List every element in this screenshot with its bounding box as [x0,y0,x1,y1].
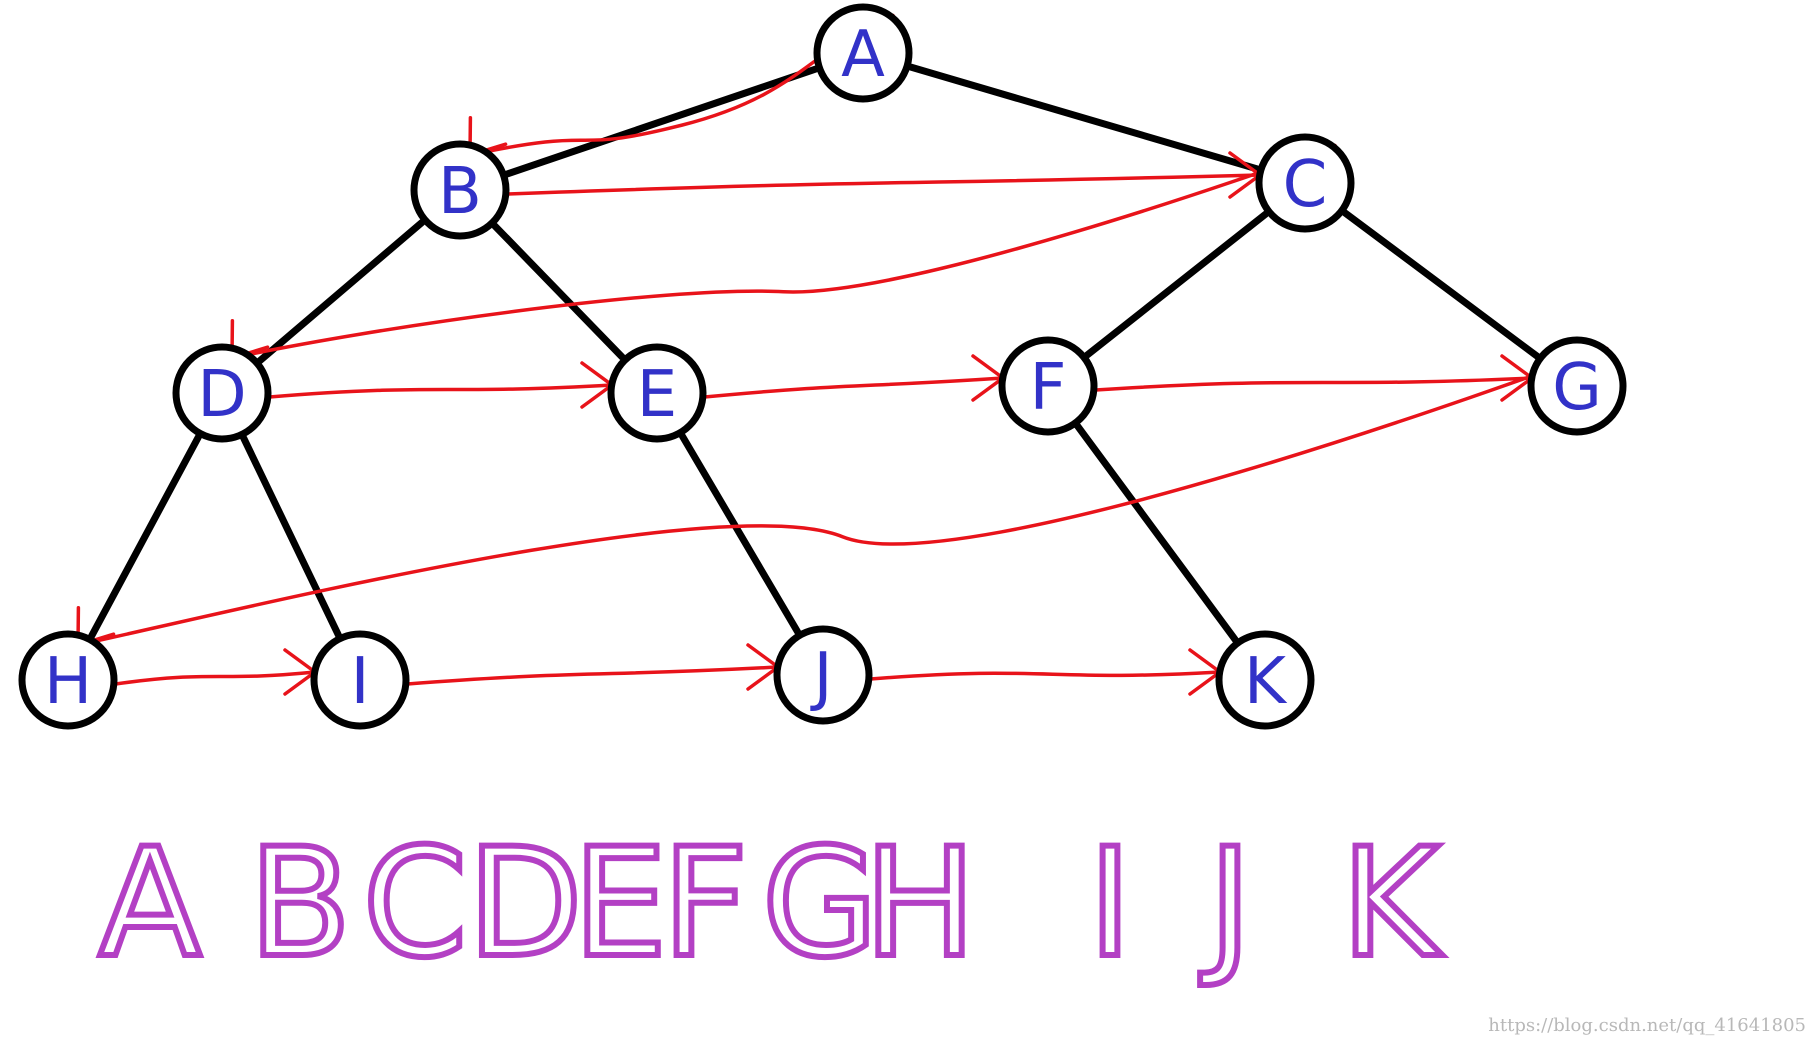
node-label: A [841,18,885,92]
edge-d-i [240,434,342,639]
tree-node-c: C [1255,133,1355,233]
order-letter-k: K [1341,817,1443,991]
node-label: J [810,640,833,714]
node-label: D [197,358,246,432]
order-letter-c: C [363,817,468,991]
edge-c-g [1341,209,1541,360]
order-letter-j: J [1200,817,1252,991]
order-letter-d: D [467,817,583,991]
node-label: K [1244,645,1288,719]
order-letter-g: G [762,817,878,991]
traversal-arrow-j-k [868,648,1222,696]
node-label: C [1283,148,1328,222]
edge-a-c [907,63,1261,173]
tree-edges [88,63,1541,644]
edge-b-d [256,218,426,365]
traversal-arrow-f-g [1093,354,1534,402]
node-label: I [351,645,370,719]
edge-a-b [503,65,820,178]
node-label: G [1552,351,1602,425]
tree-node-f: F [998,336,1098,436]
order-letter-h: H [864,817,977,991]
traversal-arrow-h-i [113,648,317,696]
tree-node-a: A [813,3,913,103]
edge-e-j [678,432,802,636]
watermark-text: https://blog.csdn.net/qq_41641805 [1488,1015,1806,1036]
tree-node-g: G [1527,336,1627,436]
tree-node-j: J [773,625,873,725]
order-letter-i: I [1088,817,1132,991]
tree-node-i: I [310,630,410,730]
tree-nodes: A B C D E F G H I J K [18,3,1627,730]
edge-b-e [491,222,626,361]
order-letter-b: B [249,817,352,991]
traversal-arrow-e-f [702,354,1005,402]
node-label: E [637,358,677,432]
traversal-arrows [76,13,1609,696]
traversal-arrow-d-e [267,361,614,409]
node-label: F [1030,351,1067,425]
order-letter-f: F [662,817,748,991]
edge-d-h [88,433,202,640]
order-letter-e: E [573,817,668,991]
tree-node-e: E [607,343,707,443]
tree-node-d: D [172,343,272,443]
node-label: B [438,155,482,229]
order-letter-a: A [99,817,202,991]
traversal-arrow-b-c [505,151,1262,199]
edge-c-f [1083,210,1270,359]
edge-f-k [1074,422,1239,644]
tree-node-h: H [18,630,118,730]
node-label: H [44,645,92,719]
tree-node-b: B [410,140,510,240]
traversal-arrow-i-j [405,643,780,691]
tree-node-k: K [1215,630,1315,730]
